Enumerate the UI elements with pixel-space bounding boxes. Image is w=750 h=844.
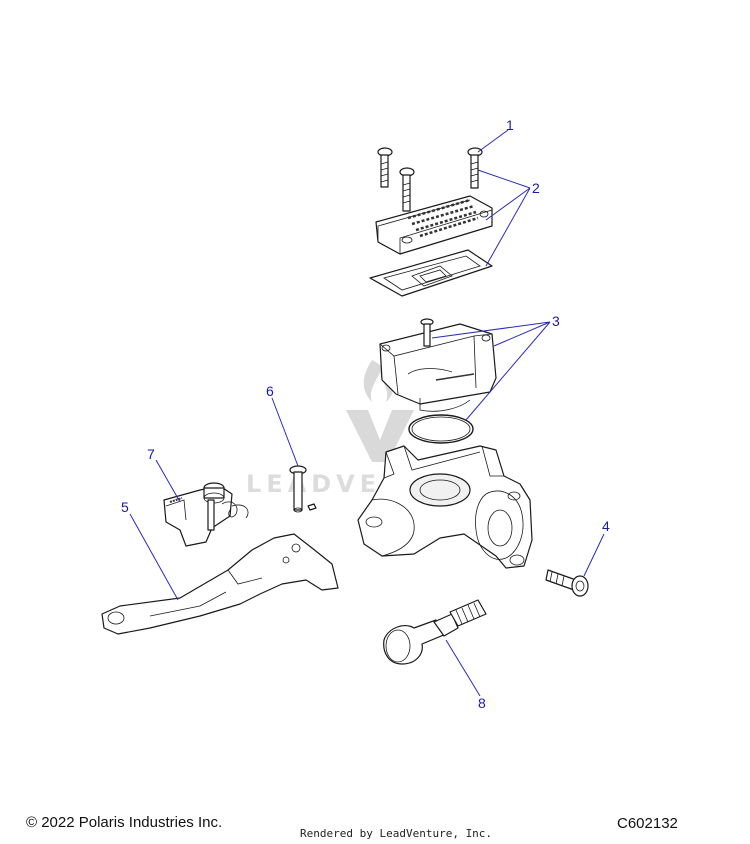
callout-6: 6 — [266, 383, 274, 399]
screw-middle — [399, 167, 415, 212]
callout-7: 7 — [147, 446, 155, 462]
part-reservoir-cover — [375, 195, 493, 255]
leader-1 — [477, 129, 509, 153]
screw-left — [377, 147, 393, 188]
callout-5: 5 — [121, 499, 129, 515]
leader-6 — [271, 397, 299, 467]
leader-4 — [583, 533, 605, 577]
leader-7 — [155, 459, 181, 503]
screw-right — [467, 147, 483, 189]
leader-3 — [431, 321, 551, 421]
callout-numbers: 1 2 3 4 5 6 7 8 — [121, 117, 610, 711]
leader-2 — [477, 169, 531, 267]
part-pivot-pin — [289, 465, 317, 513]
part-brake-switch — [163, 482, 249, 547]
diagram-code: C602132 — [617, 815, 678, 832]
callout-4: 4 — [602, 518, 610, 534]
part-o-ring — [408, 414, 474, 444]
leader-5 — [129, 513, 179, 601]
part-piston-assembly — [383, 599, 487, 665]
leader-8 — [445, 639, 481, 697]
part-clamp-bolt — [545, 569, 589, 597]
part-screws — [377, 147, 483, 212]
rendered-by-text: Rendered by LeadVenture, Inc. — [300, 827, 493, 840]
callout-1: 1 — [506, 117, 514, 133]
part-master-cylinder-housing — [357, 445, 533, 569]
watermark-v-icon — [346, 410, 414, 462]
callout-8: 8 — [478, 695, 486, 711]
callout-2: 2 — [532, 180, 540, 196]
part-reservoir-body — [379, 318, 497, 412]
callout-3: 3 — [552, 313, 560, 329]
part-brake-lever — [101, 533, 339, 635]
callout-leaders — [129, 129, 605, 697]
part-diaphragm — [369, 249, 493, 297]
copyright-text: © 2022 Polaris Industries Inc. — [26, 814, 223, 831]
